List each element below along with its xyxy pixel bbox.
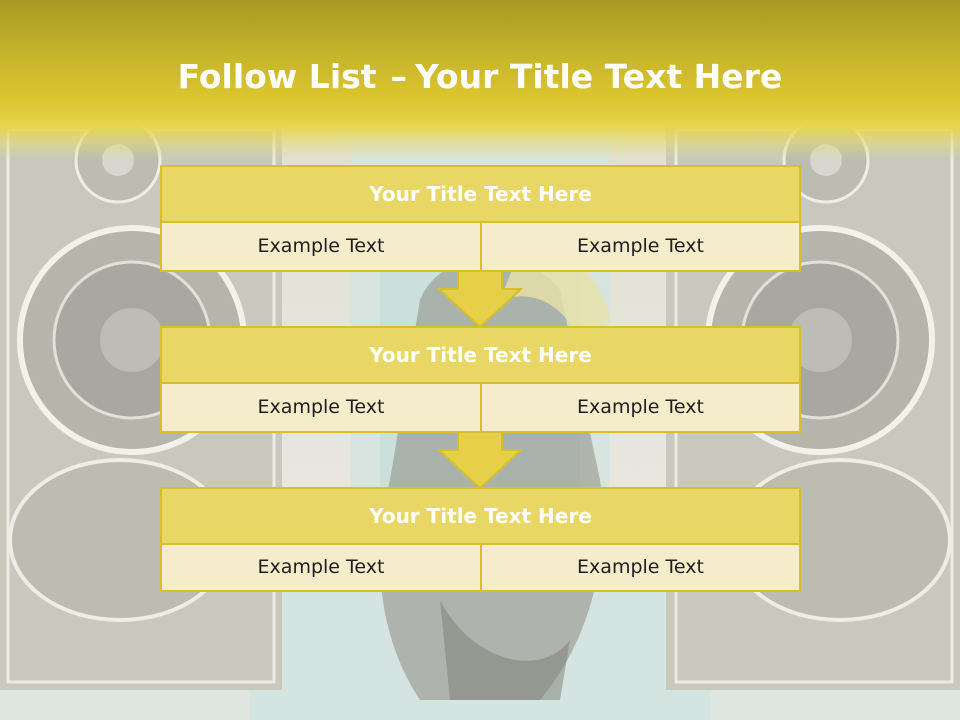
title-bold-part: Follow List <box>177 57 377 96</box>
block-right-text[interactable]: Example Text <box>480 221 801 272</box>
slide-title: Follow List–Your Title Text Here <box>0 52 960 102</box>
follow-list-block-1: Your Title Text Here Example Text Exampl… <box>160 165 801 272</box>
block-left-text[interactable]: Example Text <box>160 221 482 272</box>
block-title[interactable]: Your Title Text Here <box>160 326 801 384</box>
title-band <box>0 0 960 160</box>
title-rest-part: Your Title Text Here <box>415 57 783 96</box>
down-arrow-icon <box>437 271 523 329</box>
follow-list-block-3: Your Title Text Here Example Text Exampl… <box>160 487 801 594</box>
block-left-text[interactable]: Example Text <box>160 382 482 433</box>
down-arrow-icon <box>437 432 523 490</box>
block-right-text[interactable]: Example Text <box>480 382 801 433</box>
block-left-text[interactable]: Example Text <box>160 543 482 592</box>
follow-list-block-2: Your Title Text Here Example Text Exampl… <box>160 326 801 433</box>
block-title[interactable]: Your Title Text Here <box>160 165 801 223</box>
block-right-text[interactable]: Example Text <box>480 543 801 592</box>
block-title[interactable]: Your Title Text Here <box>160 487 801 545</box>
title-separator: – <box>390 57 408 96</box>
